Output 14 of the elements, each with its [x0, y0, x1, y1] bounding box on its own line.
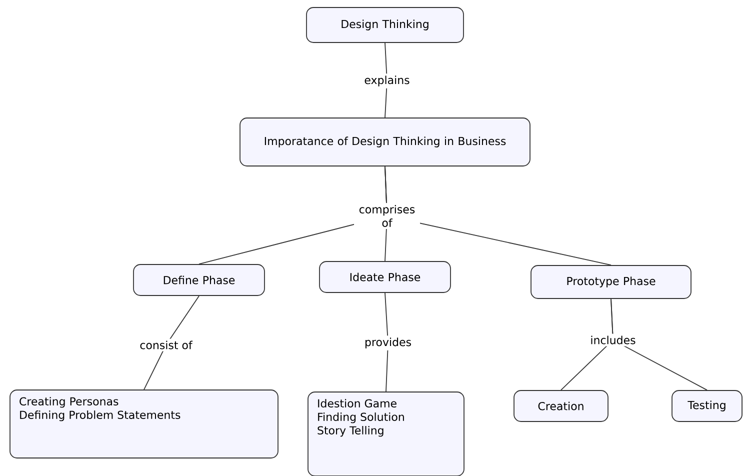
concept-box: Ideate Phase	[319, 261, 451, 293]
edge-label: comprises of	[354, 203, 420, 229]
edge-label: explains	[362, 74, 412, 88]
concept-box: Prototype Phase	[530, 265, 692, 299]
concept-box: Testing	[672, 390, 742, 422]
edge-label: provides	[362, 336, 414, 350]
concept-box: Imporatance of Design Thinking in Business	[240, 118, 530, 166]
concept-box: Define Phase	[133, 264, 265, 296]
edge-label: includes	[588, 334, 638, 346]
concept-box: Creation	[514, 390, 608, 422]
concept-box: Creating Personas Defining Problem Statements	[10, 390, 278, 458]
concept-box: Design Thinking	[306, 7, 464, 43]
concept-box: Idestion Game Finding Solution Story Telling	[308, 392, 464, 476]
edge-label: consist of	[138, 338, 194, 352]
